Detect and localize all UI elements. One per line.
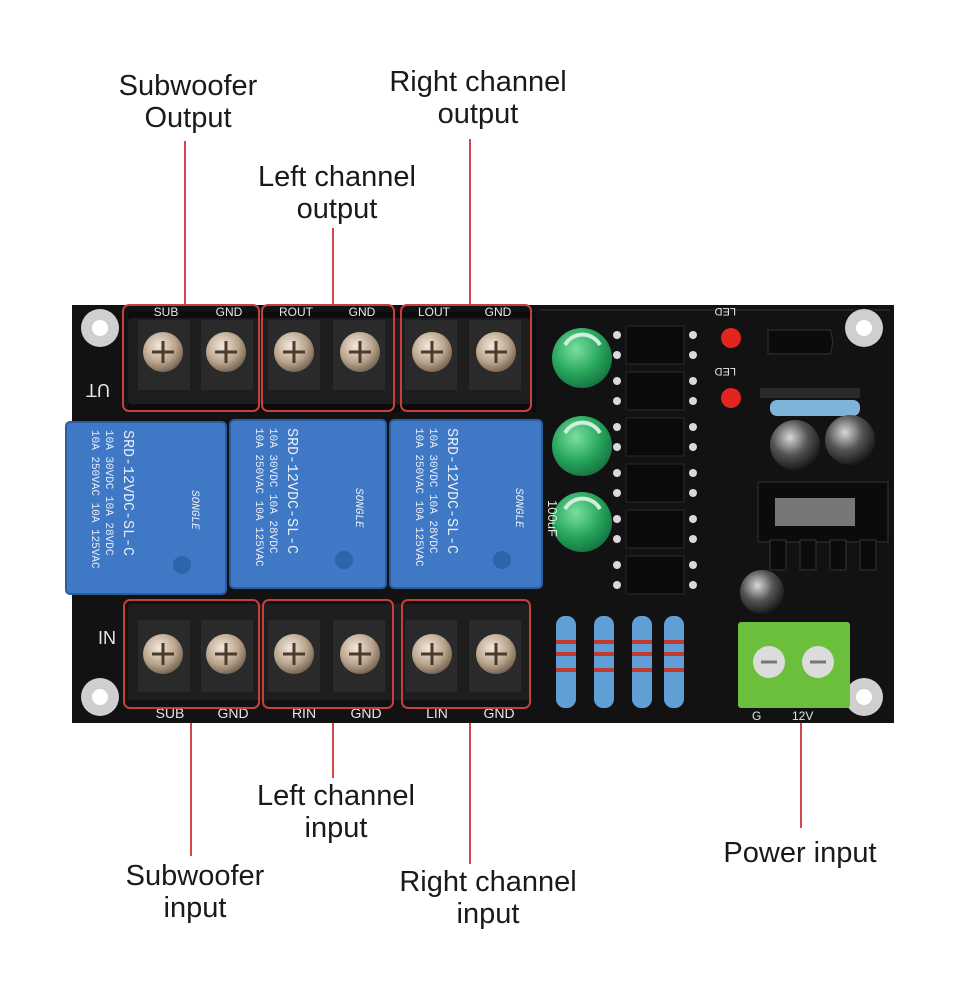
mounting-holes: [81, 309, 883, 716]
power-terminal: G 12V: [738, 622, 850, 723]
relay-3-rating-line2: 10A 30VDC 10A 28VDC: [426, 428, 438, 554]
right-channel-output-callout: Right channel output: [389, 66, 567, 130]
power-label-g: G: [752, 709, 761, 723]
top-label-lout: LOUT: [418, 305, 451, 319]
right-channel-input-callout: Right channel input: [399, 866, 577, 930]
bottom-highlight-boxes: [123, 599, 531, 709]
voltage-regulator-heatsink: [757, 481, 889, 571]
relay-1: [65, 421, 227, 595]
relay-3: [389, 419, 543, 589]
diode: [760, 388, 860, 398]
subwoofer-output-leader: [184, 141, 186, 307]
power-input-leader: [800, 672, 802, 828]
top-label-gnd-1: GND: [216, 305, 243, 319]
relay-2: [229, 419, 387, 589]
left-channel-input-callout: Left channel input: [256, 780, 415, 844]
green-capacitors: [552, 328, 612, 552]
ic-chips: [613, 325, 697, 595]
relays: 10A 250VAC 10A 125VAC 10A 30VDC 10A 28VD…: [65, 419, 543, 595]
top-terminal-blocks: [128, 318, 530, 404]
top-label-gnd-3: GND: [485, 305, 512, 319]
relay-2-model: SRD-12VDC-SL-C: [283, 428, 300, 554]
subwoofer-input-callout: Subwoofer input: [125, 860, 265, 924]
black-capacitors: [740, 415, 875, 614]
subwoofer-input-leader: [190, 718, 192, 856]
cap-label: 100uF: [545, 500, 560, 537]
led-label-2: LED: [715, 365, 736, 377]
top-label-sub: SUB: [154, 305, 179, 319]
relay-2-brand: SONGLE: [352, 488, 364, 528]
right-channel-output-leader: [469, 139, 471, 307]
relay-1-rating-line2: 10A 30VDC 10A 28VDC: [102, 430, 114, 556]
relay-3-model: SRD-12VDC-SL-C: [443, 428, 460, 554]
relay-1-brand: SONGLE: [188, 490, 200, 530]
power-input-callout: Power input: [723, 837, 877, 869]
relay-2-rating-line1: 10A 250VAC 10A 125VAC: [252, 428, 264, 567]
left-channel-output-leader: [332, 228, 334, 307]
top-label-rout: ROUT: [279, 305, 314, 319]
left-mark-out: UT: [86, 380, 110, 400]
bottom-terminal-blocks: [128, 604, 530, 700]
led-label-1: LED: [715, 305, 736, 317]
relay-1-rating-line1: 10A 250VAC 10A 125VAC: [88, 430, 100, 569]
right-channel-input-leader: [469, 718, 471, 864]
leds: LED LED: [715, 305, 741, 408]
transistor: [767, 329, 833, 355]
bottom-resistors: [556, 616, 684, 708]
relay-3-brand: SONGLE: [512, 488, 524, 528]
power-label-12v: 12V: [792, 709, 813, 723]
left-channel-output-callout: Left channel output: [257, 161, 416, 225]
top-label-gnd-2: GND: [349, 305, 376, 319]
subwoofer-output-callout: Subwoofer Output: [118, 70, 258, 134]
resistor-right: [770, 400, 860, 416]
relay-3-rating-line1: 10A 250VAC 10A 125VAC: [412, 428, 424, 567]
relay-2-rating-line2: 10A 30VDC 10A 28VDC: [266, 428, 278, 554]
relay-1-model: SRD-12VDC-SL-C: [119, 430, 136, 556]
top-terminal-labels: SUB GND ROUT GND LOUT GND: [154, 305, 512, 319]
left-mark-in: IN: [98, 628, 116, 648]
top-highlight-boxes: [122, 304, 532, 412]
left-channel-input-leader: [332, 718, 334, 778]
